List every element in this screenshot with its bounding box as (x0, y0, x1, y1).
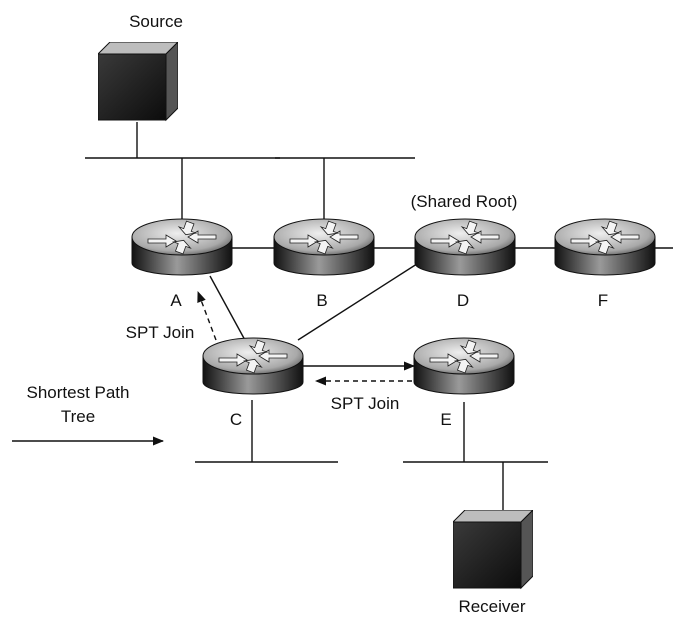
router-b-icon (273, 218, 375, 276)
shared-root-label: (Shared Root) (411, 192, 518, 211)
router-a-icon (131, 218, 233, 276)
receiver-host-icon (453, 510, 533, 589)
router-c-label: C (230, 410, 242, 429)
router-e-label: E (440, 410, 451, 429)
router-b-label: B (316, 291, 327, 310)
lan-segments (85, 122, 673, 512)
legend-label-line2: Tree (61, 407, 95, 426)
spt-join-label-a: SPT Join (126, 323, 195, 342)
source-host-icon (98, 42, 178, 121)
router-c-icon (202, 337, 304, 395)
router-f-icon (554, 218, 656, 276)
receiver-label: Receiver (458, 597, 525, 616)
spt-join-arrow-c-a (197, 290, 217, 341)
link-c-d (297, 261, 421, 341)
legend-label-line1: Shortest Path (26, 383, 129, 402)
router-e-icon (413, 337, 515, 395)
router-d-icon (414, 218, 516, 276)
source-label: Source (129, 12, 183, 31)
spt-join-label-e: SPT Join (331, 394, 400, 413)
router-a-label: A (170, 291, 182, 310)
router-f-label: F (598, 291, 608, 310)
link-a-c (209, 275, 247, 343)
router-d-label: D (457, 291, 469, 310)
